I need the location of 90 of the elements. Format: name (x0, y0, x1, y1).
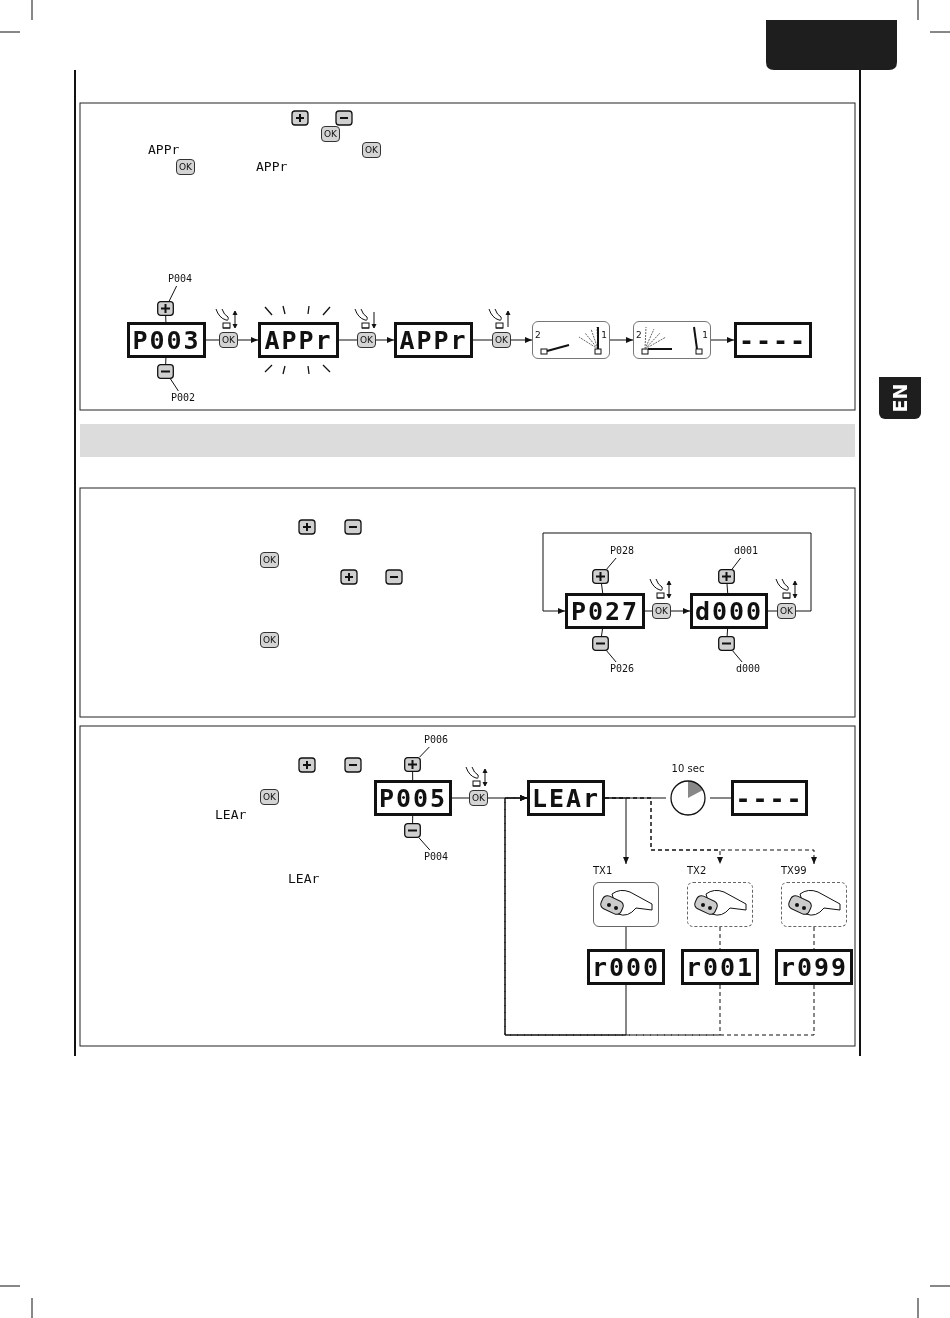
display-word: APPr (148, 142, 181, 158)
lcd-display: APPr (394, 322, 473, 358)
leader-line (606, 650, 617, 663)
ok-button-icon: OK (260, 789, 279, 805)
lcd-display: P027 (565, 593, 645, 629)
plus-button (592, 569, 609, 584)
minus-button (718, 636, 735, 651)
ok-button-icon: OK (176, 159, 195, 175)
lcd-display: APPr (258, 322, 339, 358)
time-label: 10 sec (670, 762, 706, 776)
plus-button (718, 569, 735, 584)
connector (767, 610, 778, 612)
connector (338, 339, 358, 341)
connector (542, 532, 812, 614)
ok-button: OK (219, 332, 238, 348)
parameter-label: P002 (165, 391, 201, 405)
ok-button: OK (357, 332, 376, 348)
parameter-label: P028 (604, 544, 640, 558)
ok-button-icon: OK (260, 632, 279, 648)
gate-number: 2 (636, 330, 642, 340)
language-tab: EN (879, 377, 921, 419)
leader-line (170, 378, 179, 392)
lcd-display: r099 (775, 949, 853, 985)
connector (670, 608, 691, 614)
parameter-label: P004 (162, 272, 198, 286)
parameter-label: P006 (418, 733, 454, 747)
connector (472, 339, 493, 341)
lcd-display: r000 (587, 949, 665, 985)
display-word: APPr (256, 159, 289, 175)
connector (601, 583, 604, 594)
ok-button: OK (652, 603, 671, 619)
lcd-display: P005 (374, 780, 452, 816)
ok-button-icon: OK (362, 142, 381, 158)
leader-line (606, 557, 617, 570)
connector (412, 815, 414, 824)
lcd-display: ---- (731, 780, 808, 816)
connector (604, 797, 629, 865)
connector (412, 771, 414, 781)
connector (510, 337, 533, 343)
connector (205, 339, 220, 341)
connector (451, 797, 470, 799)
gate-number: 2 (535, 330, 541, 340)
gate-panel (633, 321, 711, 359)
plus-button (157, 301, 174, 316)
gate-panel (532, 321, 610, 359)
ok-button-icon: OK (260, 552, 279, 568)
leader-line (732, 650, 743, 663)
connector (644, 610, 653, 612)
connector (604, 797, 667, 799)
connector (625, 926, 627, 950)
leader-line (731, 557, 742, 570)
connector (165, 315, 167, 323)
parameter-label: P026 (604, 662, 640, 676)
ok-button: OK (492, 332, 511, 348)
parameter-label: P004 (418, 850, 454, 864)
transmitter-label: TX2 (687, 864, 707, 878)
transmitter-label: TX1 (593, 864, 613, 878)
display-word: LEAr (215, 807, 248, 823)
gate-number: 1 (702, 330, 708, 340)
lcd-display: d000 (690, 593, 768, 629)
connector (375, 337, 395, 343)
connector (726, 628, 729, 637)
connector (609, 337, 634, 343)
section-band (80, 424, 855, 457)
leader-line (418, 837, 431, 851)
leader-line (419, 746, 430, 758)
connector (165, 357, 167, 365)
lcd-display: P003 (127, 322, 206, 358)
minus-button (592, 636, 609, 651)
lcd-display: r001 (681, 949, 759, 985)
ok-button: OK (469, 790, 488, 806)
connector (709, 797, 732, 799)
ok-button: OK (777, 603, 796, 619)
leader-line (168, 285, 178, 302)
connector (710, 337, 735, 343)
connector (504, 795, 627, 1036)
plus-button (404, 757, 421, 772)
lcd-display: LEAr (527, 780, 605, 816)
transmitter-label: TX99 (781, 864, 807, 878)
parameter-label: d000 (730, 662, 766, 676)
connector (726, 583, 729, 594)
minus-button (157, 364, 174, 379)
ok-button-icon: OK (321, 126, 340, 142)
connector (601, 628, 603, 637)
lcd-display: ---- (734, 322, 812, 358)
connector (237, 337, 259, 343)
minus-button (404, 823, 421, 838)
parameter-label: d001 (728, 544, 764, 558)
display-word: LEAr (288, 871, 321, 887)
gate-number: 1 (601, 330, 607, 340)
